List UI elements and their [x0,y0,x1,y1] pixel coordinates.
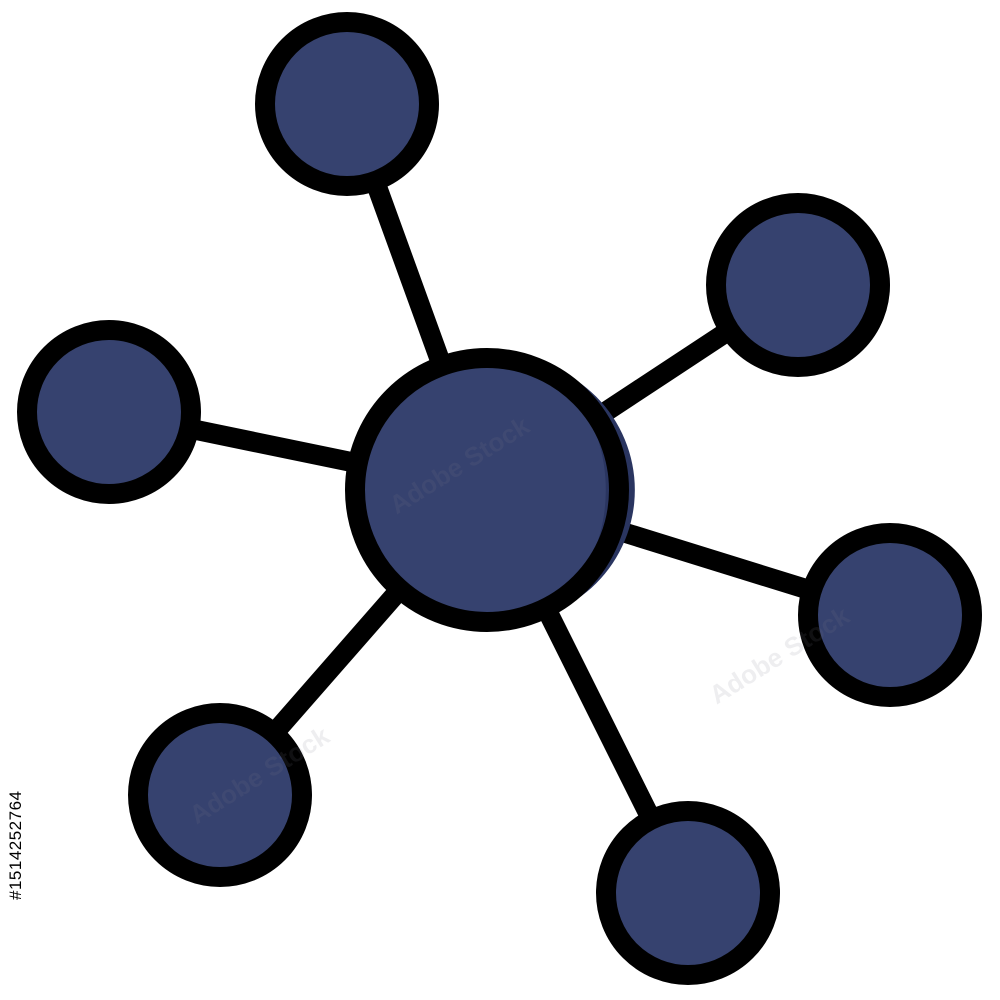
node-bottom [596,801,780,985]
nodes-group [17,12,982,985]
node-top [255,12,439,196]
hub-node [345,348,635,632]
node-left [17,320,201,504]
stock-id-label: #1514252764 [6,790,25,900]
node-upper-right [706,193,890,377]
node-right [798,523,982,707]
node-lower-left [128,703,312,887]
